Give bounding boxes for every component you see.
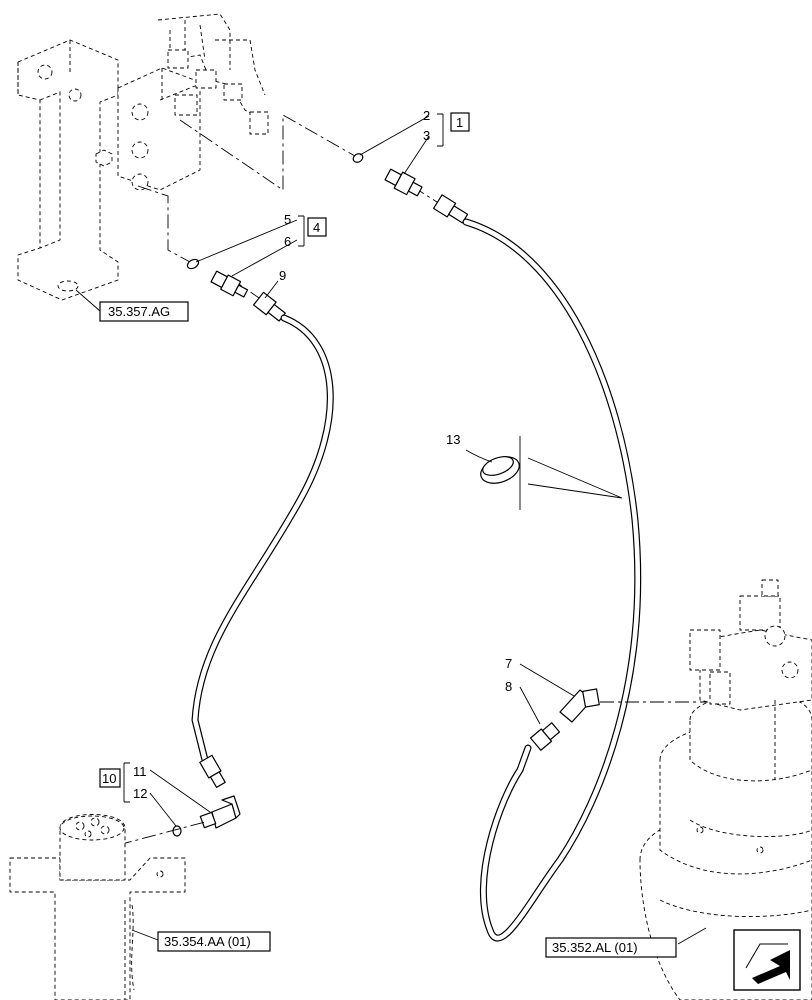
adapter-6 [210,270,249,298]
ref-valve-block: 35.357.AG [108,304,170,319]
callout-2: 2 [423,108,430,123]
callout-1-box [450,112,470,132]
o-ring-2 [352,153,364,163]
swing-motor-assembly [639,579,812,1000]
leader-lines [75,113,707,945]
ref-swivel-joint-box [157,931,271,952]
callout-5: 5 [284,212,291,227]
left-fittings [186,258,286,322]
callout-12: 12 [133,786,147,801]
callout-3: 3 [423,128,430,143]
callout-labels: 2 3 1 5 6 4 9 13 10 11 12 7 8 [99,108,512,801]
callout-13: 13 [446,432,460,447]
callout-11: 11 [133,764,147,779]
adapter-3 [384,168,423,197]
ref-swing-motor: 35.352.AL (01) [552,940,638,955]
clamp-13 [480,436,623,510]
page-arrow-icon[interactable] [733,929,801,991]
elbow-fitting-7 [559,688,600,723]
hose-end-lower [199,754,226,788]
callout-8: 8 [505,679,512,694]
swivel-joint-assembly [9,814,186,1000]
callout-4-box [307,217,327,237]
ref-valve-block-box [99,301,189,322]
callout-9: 9 [279,268,286,283]
hose-end-9 [253,291,286,322]
callout-4: 4 [313,220,320,235]
right-fittings [352,153,469,224]
ref-swing-motor-box [545,937,677,958]
elbow-fitting-11 [172,795,241,837]
o-ring-12 [172,825,182,837]
callout-6: 6 [284,234,291,249]
callout-7: 7 [505,656,512,671]
callout-1: 1 [456,115,463,130]
left-hose [191,314,334,788]
callout-10: 10 [102,771,116,786]
callout-10-box [99,768,121,788]
hose-end-upper-right [432,194,469,224]
right-hose [462,218,642,942]
adapter-8 [529,722,561,751]
reference-labels: 35.357.AG 35.354.AA (01) 35.352.AL (01) [99,301,677,958]
o-ring-5 [186,258,200,270]
ref-swivel-joint: 35.354.AA (01) [164,934,251,949]
valve-block-assembly [17,13,269,301]
